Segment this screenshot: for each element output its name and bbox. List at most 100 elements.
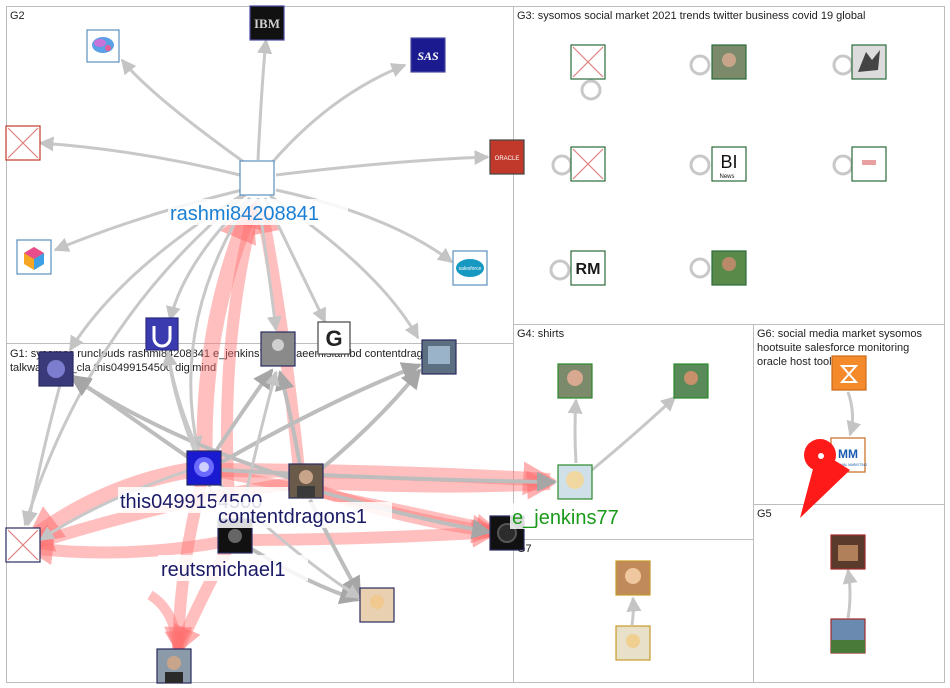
node-labels: rashmi84208841 this0499154500 contentdra…: [118, 199, 640, 581]
loop-g3-1: [580, 79, 602, 101]
brain-icon: [105, 45, 111, 51]
edge-ejenkins-man2: [591, 395, 677, 472]
mm-logo: MM: [838, 447, 858, 461]
node-g7-top[interactable]: [615, 560, 651, 596]
node-g3-2[interactable]: [711, 44, 747, 80]
node-g3-8[interactable]: [711, 250, 747, 286]
edge-rashmi-brain: [120, 58, 249, 167]
node-g6-orange[interactable]: [831, 355, 867, 391]
label-reutsmichael1: reutsmichael1: [161, 559, 286, 581]
loop-g3-2: [689, 54, 711, 76]
edge-content-purple: [70, 376, 291, 480]
avatar: [566, 471, 584, 489]
u-logo-icon: [152, 326, 172, 348]
group-box-g5: [753, 504, 945, 683]
edge-rashmi-ibm: [256, 38, 273, 161]
avatar: [167, 656, 181, 670]
hourglass-icon: [839, 365, 859, 383]
edge-rashmi-cube: [53, 188, 243, 252]
edge-this-xleft: [38, 468, 191, 542]
edge-red-5: [24, 534, 234, 566]
node-g1-purple[interactable]: [38, 351, 74, 387]
node-g4-man2[interactable]: [673, 363, 709, 399]
edge-rashmi-salesforce: [275, 188, 454, 264]
loop-g3-8: [689, 257, 711, 279]
salesforce-cloud-icon: [456, 259, 484, 277]
loop-g3-5: [689, 154, 711, 176]
edge-this-ejenkins: [221, 468, 557, 492]
edge-rashmi-xleft: [21, 193, 246, 527]
node-brain[interactable]: [86, 29, 120, 63]
avatar: [722, 53, 736, 67]
edge-rashmi-x: [38, 136, 241, 177]
node-u[interactable]: [145, 317, 179, 351]
loop-g3-4: [551, 154, 573, 176]
node-g3-4[interactable]: [570, 146, 606, 182]
node-g5-top[interactable]: [830, 534, 866, 570]
edge-red-9: [231, 518, 501, 548]
avatar: [370, 595, 384, 609]
edge-rashmi-sas: [268, 63, 407, 166]
edge-this-u: [162, 350, 202, 456]
node-this0499[interactable]: [186, 450, 222, 486]
mm-logo-sub: MILLENNIAL MARKETING: [829, 463, 868, 467]
bi-logo: BI: [720, 152, 737, 172]
edge-red-1: [196, 202, 258, 469]
node-g3-3[interactable]: [851, 44, 887, 80]
node-salesforce[interactable]: salesforce: [452, 250, 488, 286]
node-sas[interactable]: SAS: [410, 37, 446, 73]
node-x-g1[interactable]: [5, 527, 41, 563]
group-label-g6-line3: oracle host tools: [757, 356, 838, 368]
node-ejenkins[interactable]: [557, 464, 593, 500]
node-ibm[interactable]: IBM: [249, 5, 285, 41]
edge-g5: [842, 568, 858, 619]
node-g1-blonde[interactable]: [359, 587, 395, 623]
g6-red-loop: [800, 439, 850, 518]
edge-this-photo: [208, 368, 274, 462]
edge-red-8: [299, 470, 556, 500]
avatar: [567, 370, 583, 386]
group-label-g4: G4: shirts: [517, 328, 565, 340]
node-g3-6[interactable]: [851, 146, 887, 182]
griffin-icon: [858, 50, 880, 72]
avatar: [272, 339, 284, 351]
self-loops: [549, 54, 854, 281]
node-x-g2[interactable]: [5, 125, 41, 161]
node-rashmi[interactable]: [239, 160, 275, 196]
edge-content-dark: [321, 490, 492, 539]
node-g4-man1[interactable]: [557, 363, 593, 399]
edge-rashmi-this: [187, 197, 252, 452]
avatar: [626, 634, 640, 648]
edge-purple-xleft: [23, 384, 62, 527]
group-label-g2: G2: [10, 10, 25, 22]
group-label-g6-line2: hootsuite salesforce monitoring: [757, 342, 909, 354]
node-g1-dark[interactable]: [489, 515, 525, 551]
loop-g3-3: [832, 54, 854, 76]
node-g5-bottom[interactable]: [830, 618, 866, 654]
node-g7-bottom[interactable]: [615, 625, 651, 661]
loop-g3-6: [832, 154, 854, 176]
label-contentdragons1: contentdragons1: [218, 506, 367, 528]
node-g1-bottom[interactable]: [156, 648, 192, 684]
node-g3-bi[interactable]: BI News: [711, 146, 747, 182]
node-g3-rm[interactable]: RM: [570, 250, 606, 286]
avatar: [684, 371, 698, 385]
oracle-logo: ORACLE: [495, 156, 520, 162]
edge-content-tablet: [318, 368, 422, 472]
edge-g6: [846, 391, 862, 437]
node-g1-tablet[interactable]: [421, 339, 457, 375]
rm-logo: RM: [576, 261, 601, 278]
bi-logo-sub: News: [719, 174, 734, 180]
nodes: IBM SAS ORACLE salesforce: [5, 5, 887, 684]
group-label-g5: G5: [757, 508, 772, 520]
node-g3-1[interactable]: [570, 44, 606, 80]
edge-rashmi-oracle: [275, 149, 490, 177]
group-label-g6: G6: social media market sysomos: [757, 328, 923, 340]
node-contentdragons[interactable]: [288, 463, 324, 499]
node-g[interactable]: G: [317, 321, 351, 355]
avatar: [299, 470, 313, 484]
node-g1-photo[interactable]: [260, 331, 296, 367]
node-oracle[interactable]: ORACLE: [489, 139, 525, 175]
node-cube[interactable]: [16, 239, 52, 275]
